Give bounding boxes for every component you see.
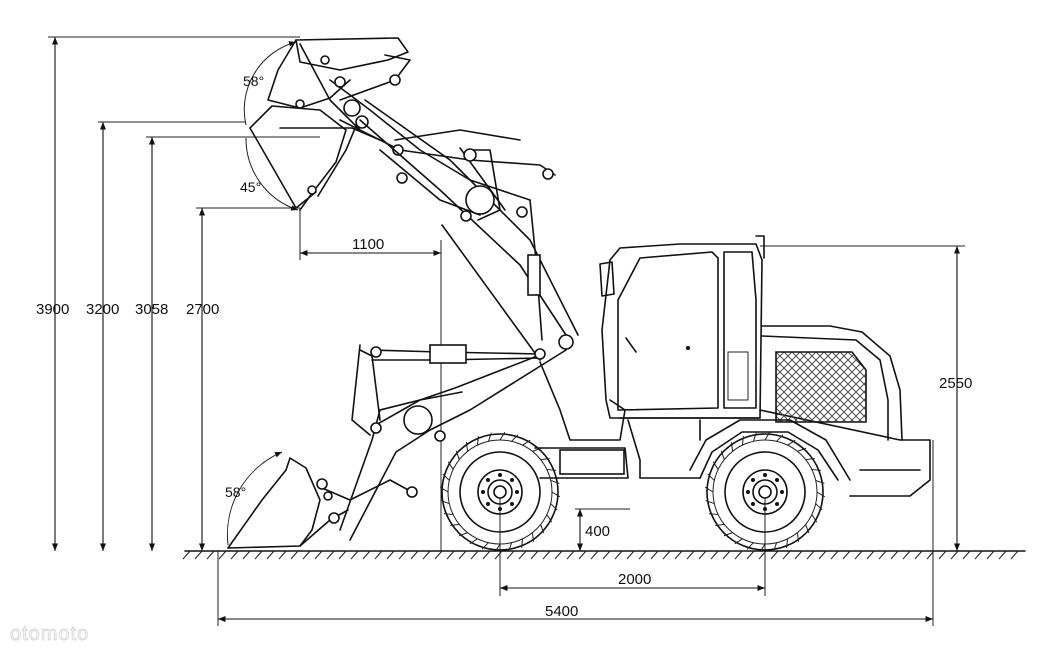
lowered-bucket <box>227 457 349 549</box>
angle-label-dump: 45° <box>240 179 261 195</box>
front-wheel <box>439 431 561 553</box>
dim-label-1100: 1100 <box>352 236 384 253</box>
dim-label-3200: 3200 <box>86 301 119 318</box>
raised-linkage <box>295 54 556 218</box>
dim-label-2550: 2550 <box>939 375 972 392</box>
raised-bucket-level <box>267 37 409 131</box>
dim-label-3900: 3900 <box>36 301 69 318</box>
loader-frame <box>534 361 931 497</box>
operator-cab <box>599 235 765 419</box>
lift-arm-raised <box>359 99 579 361</box>
dim-label-2000: 2000 <box>618 571 651 588</box>
engine-hood <box>761 325 903 441</box>
watermark: otomoto <box>10 623 89 645</box>
dimension-lines <box>48 36 965 626</box>
lowered-linkage <box>316 334 574 541</box>
dim-label-2700: 2700 <box>186 301 219 318</box>
dim-label-5400: 5400 <box>545 603 578 620</box>
angle-arcs <box>226 41 299 546</box>
angle-label-top: 58° <box>243 73 264 89</box>
ground-line <box>182 550 1026 560</box>
fenders <box>689 419 851 481</box>
dim-label-400: 400 <box>585 523 610 540</box>
angle-label-ground: 58° <box>225 484 246 500</box>
rear-wheel <box>704 431 826 553</box>
dim-label-3058: 3058 <box>135 301 168 318</box>
raised-bucket-dump <box>249 105 381 211</box>
